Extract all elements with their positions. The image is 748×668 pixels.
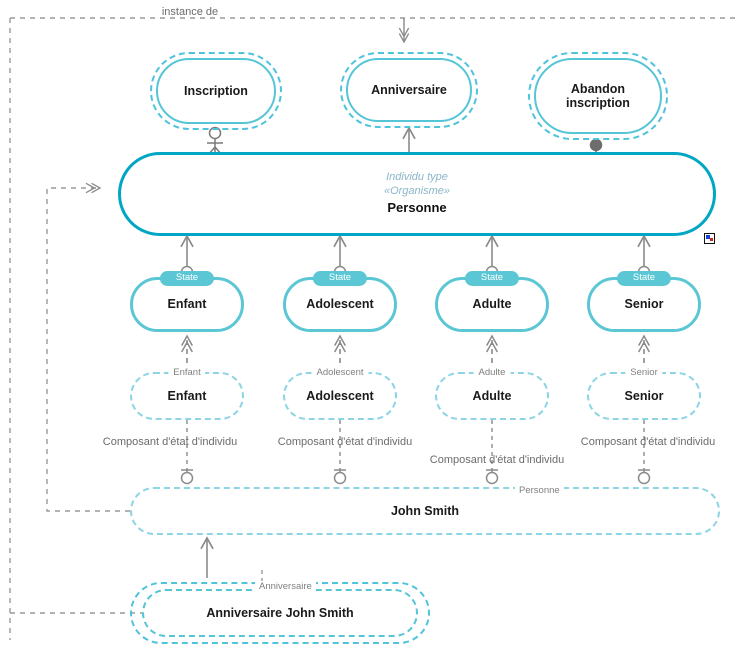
usecase-abandon-inscription[interactable]: Abandon inscription: [534, 58, 662, 134]
usecase-inscription-label: Inscription: [184, 83, 248, 98]
state-senior-label: Senior: [624, 297, 664, 312]
instance-senior-label: Senior: [624, 388, 664, 403]
usecase-anniversaire[interactable]: Anniversaire: [346, 58, 472, 122]
class-personne[interactable]: Individu type «Organisme» Personne: [118, 152, 716, 236]
instance-enfant-label: Enfant: [167, 388, 207, 403]
instance-adulte-label: Adulte: [472, 388, 512, 403]
state-senior[interactable]: State Senior: [587, 271, 701, 332]
usecase-anniversaire-label: Anniversaire: [371, 82, 447, 97]
usecase-inscription-outer: [150, 52, 282, 130]
composant-label-senior: Composant d'état d'individu: [580, 436, 716, 448]
instance-enfant-tag: Enfant: [168, 367, 206, 380]
instance-john-smith[interactable]: John Smith: [130, 487, 720, 535]
state-adolescent[interactable]: State Adolescent: [283, 271, 397, 332]
selection-handle-icon[interactable]: [704, 233, 715, 244]
instance-anniversaire-john-smith-label: Anniversaire John Smith: [206, 605, 354, 620]
state-adolescent-tag: State: [312, 271, 368, 286]
usecase-inscription[interactable]: Inscription: [156, 58, 276, 124]
composant-label-adolescent: Composant d'état d'individu: [277, 436, 413, 448]
state-adolescent-label: Adolescent: [306, 297, 374, 312]
state-senior-tag: State: [616, 271, 672, 286]
personne-stereotype-line1: Individu type: [386, 171, 448, 184]
state-adulte-label: Adulte: [472, 297, 512, 312]
composant-label-enfant: Composant d'état d'individu: [102, 436, 238, 448]
state-enfant[interactable]: State Enfant: [130, 271, 244, 332]
instance-john-smith-tag: Personne: [515, 485, 564, 496]
state-enfant-label: Enfant: [167, 297, 207, 312]
instance-de-label: instance de: [161, 6, 219, 18]
usecase-abandon-inscription-label-line1: Abandon: [570, 81, 626, 96]
usecase-abandon-inscription-label-line2: inscription: [566, 96, 630, 110]
usecase-abandon-inscription-outer: [528, 52, 668, 140]
instance-adulte-tag: Adulte: [473, 367, 511, 380]
instance-anniversaire-john-smith[interactable]: Anniversaire John Smith: [142, 589, 418, 637]
instance-adolescent[interactable]: Adolescent Adolescent: [283, 367, 397, 420]
instance-adolescent-tag: Adolescent: [311, 367, 369, 380]
usecase-anniversaire-outer: [340, 52, 478, 128]
instance-senior-tag: Senior: [625, 367, 663, 380]
state-adulte[interactable]: State Adulte: [435, 271, 549, 332]
personne-stereotype-line2: «Organisme»: [383, 185, 451, 198]
instance-adolescent-label: Adolescent: [306, 388, 374, 403]
personne-name: Personne: [387, 199, 447, 215]
instance-senior[interactable]: Senior Senior: [587, 367, 701, 420]
instance-anniversaire-john-smith-tag: Anniversaire: [255, 581, 316, 592]
composant-label-adulte: Composant d'état d'individu: [429, 454, 565, 466]
state-enfant-tag: State: [159, 271, 215, 286]
instance-john-smith-label: John Smith: [390, 503, 460, 518]
instance-enfant[interactable]: Enfant Enfant: [130, 367, 244, 420]
state-adulte-tag: State: [464, 271, 520, 286]
instance-adulte[interactable]: Adulte Adulte: [435, 367, 549, 420]
